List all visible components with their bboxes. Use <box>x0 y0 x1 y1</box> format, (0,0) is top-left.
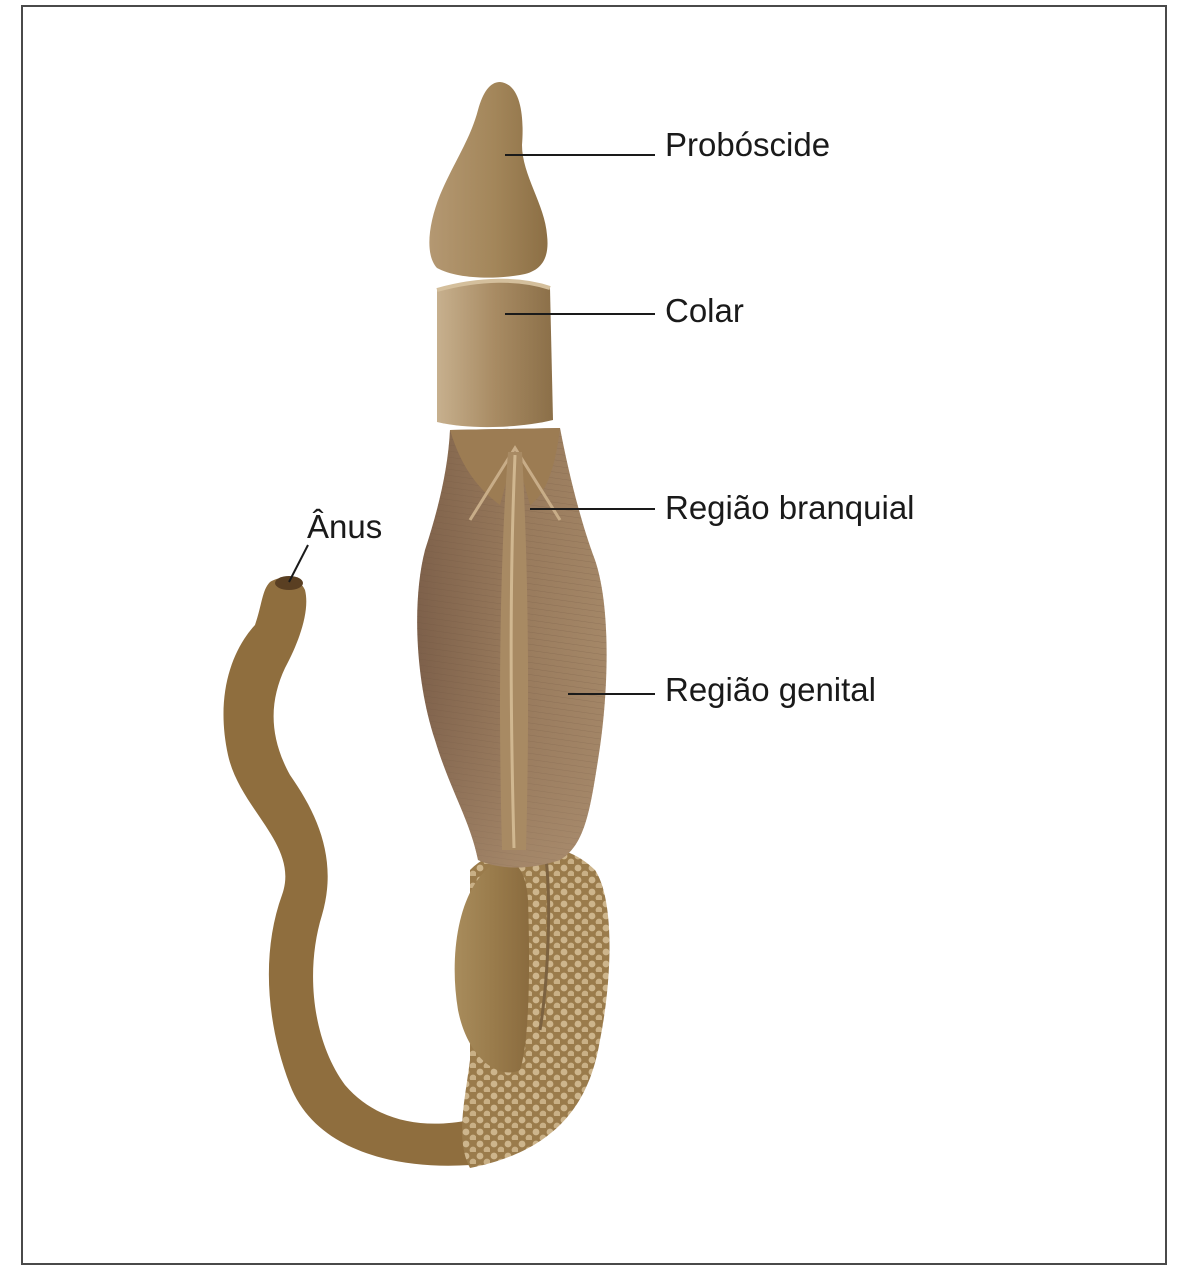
proboscis <box>429 82 547 278</box>
label-branchial-region: Região branquial <box>665 491 915 524</box>
collar <box>437 281 553 427</box>
leader-line-anus <box>289 545 308 582</box>
anus-opening <box>275 576 303 590</box>
label-collar: Colar <box>665 294 744 327</box>
label-proboscis: Probóscide <box>665 128 830 161</box>
label-genital-region: Região genital <box>665 673 876 706</box>
label-anus: Ânus <box>307 510 382 543</box>
sack-inner <box>455 860 529 1073</box>
